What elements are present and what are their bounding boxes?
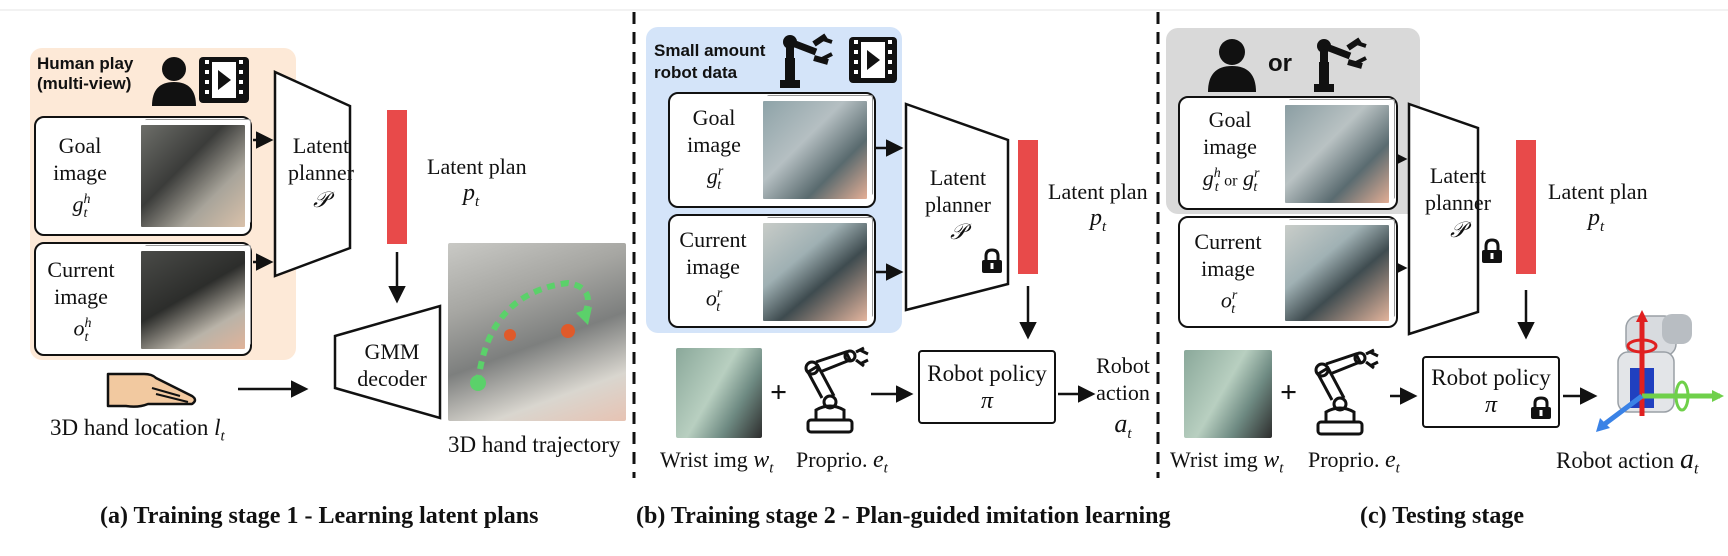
human-play-label: Human play (multi-view) (37, 54, 134, 93)
goal-image-box-b: Goal image grt (668, 92, 876, 208)
wrist-img-label-b: Wrist img wt (660, 447, 774, 477)
wrist-image-photo-c (1184, 350, 1272, 438)
planner-symbol-b: 𝒫 (950, 219, 966, 244)
wrist-img-label-c: Wrist img wt (1170, 447, 1284, 477)
current-image-label-b: Current image ort (670, 226, 756, 321)
plus-sign-c: + (1280, 376, 1298, 409)
video-icon-b (849, 37, 897, 83)
lock-icon-b (982, 248, 1002, 273)
trajectory-overlay (470, 279, 592, 391)
robot-action-render (1596, 310, 1724, 432)
hand-icon (106, 372, 197, 408)
planner-symbol-c: 𝒫 (1450, 217, 1466, 242)
industrial-robot-icon-b (804, 346, 869, 434)
robot-action-label-c: Robot action at (1556, 444, 1699, 478)
or-label: or (1268, 50, 1292, 77)
action-var-b: at (1114, 409, 1132, 443)
latent-planner-b-shape (904, 102, 1010, 312)
industrial-robot-icon-c (1314, 348, 1379, 436)
latent-plan-bar-b (1018, 140, 1038, 274)
current-image-photo-c (1284, 224, 1390, 322)
gmm-decoder-label: GMM decoder (357, 339, 427, 391)
caption-c: (c) Testing stage (1360, 503, 1524, 529)
latent-plan-label-b: Latent plan pt (1048, 178, 1148, 241)
policy-symbol-c: π (1484, 392, 1498, 418)
goal-image-label-a: Goal image ght (44, 132, 116, 227)
latent-plan-label-a: Latent plan pt (427, 153, 527, 216)
current-var-a: oht (73, 315, 92, 345)
goal-image-photo-c (1284, 104, 1390, 204)
caption-b: (b) Training stage 2 - Plan-guided imita… (636, 503, 1171, 529)
current-image-box-a: Current image oht (34, 242, 252, 356)
current-image-label-c: Current image ort (1180, 228, 1276, 323)
goal-image-box-a: Goal image ght (34, 116, 252, 236)
goal-image-label-c: Goal image ght or grt (1180, 106, 1280, 201)
latent-planner-label-a: Latent planner 𝒫 (286, 132, 356, 213)
latent-plan-bar-c (1516, 140, 1536, 274)
robot-arm-icon (780, 33, 833, 88)
lock-icon-policy-c (1531, 396, 1551, 419)
wrist-image-photo-b (676, 348, 762, 438)
current-image-label-a: Current image oht (38, 256, 124, 351)
plus-sign-b: + (770, 376, 788, 409)
hand-trajectory-label: 3D hand trajectory (448, 432, 621, 457)
goal-image-photo-b (762, 100, 868, 200)
proprio-label-c: Proprio. et (1308, 447, 1400, 477)
goal-image-label-b: Goal image grt (674, 104, 754, 199)
goal-image-photo-a (140, 124, 246, 228)
person-icon (152, 57, 196, 106)
current-image-box-c: Current image ort (1178, 216, 1398, 328)
lock-icon-c (1482, 238, 1502, 263)
latent-planner-a-shape (273, 70, 352, 278)
robot-arm-icon-c (1314, 37, 1367, 92)
planner-symbol-a: 𝒫 (313, 187, 329, 212)
current-var-c: ort (1220, 287, 1238, 317)
current-image-photo-a (140, 250, 246, 350)
latent-plan-label-c: Latent plan pt (1548, 178, 1648, 241)
gmm-decoder-shape (333, 304, 442, 420)
plan-var-b: pt (1090, 205, 1107, 235)
plan-var-a: pt (463, 180, 480, 210)
current-var-b: ort (705, 285, 723, 315)
hand-location-label: 3D hand location lt (50, 415, 225, 445)
robot-policy-box-b: Robot policy π (918, 350, 1056, 424)
robot-policy-label-b: Robot policy (927, 361, 1047, 386)
goal-var-c: ght or grt (1202, 165, 1260, 195)
hand-trajectory-photo (448, 243, 626, 421)
current-image-photo-b (762, 222, 868, 322)
goal-var-a: ght (72, 191, 91, 221)
latent-planner-label-c: Latent planner 𝒫 (1418, 162, 1498, 243)
goal-var-b: grt (706, 163, 724, 193)
person-icon-c (1208, 39, 1256, 92)
robot-action-label-b: Robot action at (1092, 352, 1154, 448)
latent-planner-c-shape (1407, 102, 1480, 336)
latent-planner-label-b: Latent planner 𝒫 (918, 164, 998, 245)
plan-var-c: pt (1588, 205, 1605, 235)
policy-symbol-b: π (980, 388, 994, 414)
current-image-box-b: Current image ort (668, 214, 876, 328)
video-icon (199, 57, 249, 103)
robot-data-label: Small amount robot data (654, 41, 766, 82)
proprio-label-b: Proprio. et (796, 447, 888, 477)
latent-plan-bar-a (387, 110, 407, 244)
goal-image-box-c: Goal image ght or grt (1178, 96, 1398, 210)
robot-policy-label-c: Robot policy (1431, 365, 1551, 390)
robot-policy-box-c: Robot policy π (1422, 356, 1560, 428)
caption-a: (a) Training stage 1 - Learning latent p… (100, 503, 539, 529)
